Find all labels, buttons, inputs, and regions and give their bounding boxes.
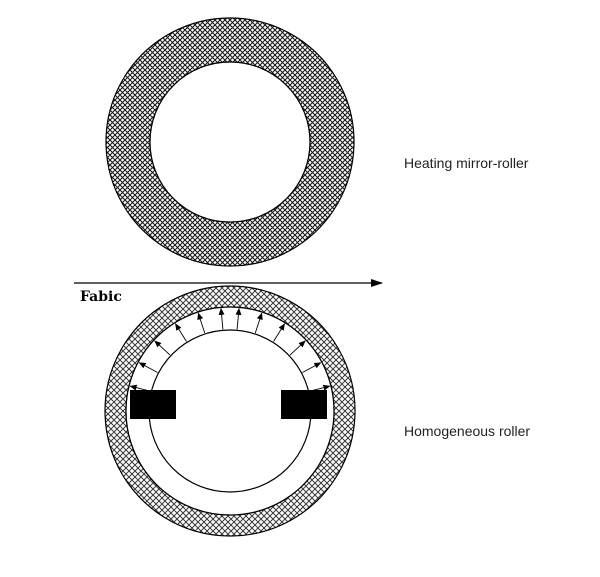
right-support-block bbox=[281, 390, 327, 419]
pressure-arrow bbox=[254, 312, 263, 334]
pressure-arrow bbox=[197, 312, 206, 334]
fabric-label: Fabic bbox=[80, 289, 122, 305]
homogeneous-roller bbox=[104, 285, 356, 537]
pressure-arrow bbox=[218, 307, 225, 330]
pressure-arrow bbox=[302, 362, 322, 373]
pressure-arrow bbox=[289, 340, 306, 356]
pressure-arrow bbox=[154, 340, 171, 356]
heating-roller-core bbox=[149, 61, 311, 223]
pressure-arrow bbox=[273, 323, 285, 342]
left-support-block bbox=[130, 390, 176, 419]
pressure-arrow bbox=[175, 323, 187, 342]
pressure-arrow bbox=[138, 362, 158, 373]
heating-roller-label: Heating mirror-roller bbox=[404, 155, 529, 171]
homogeneous-roller-label: Homogeneous roller bbox=[404, 423, 530, 439]
pressure-arrow bbox=[235, 307, 242, 330]
heating-mirror-roller bbox=[105, 17, 355, 267]
